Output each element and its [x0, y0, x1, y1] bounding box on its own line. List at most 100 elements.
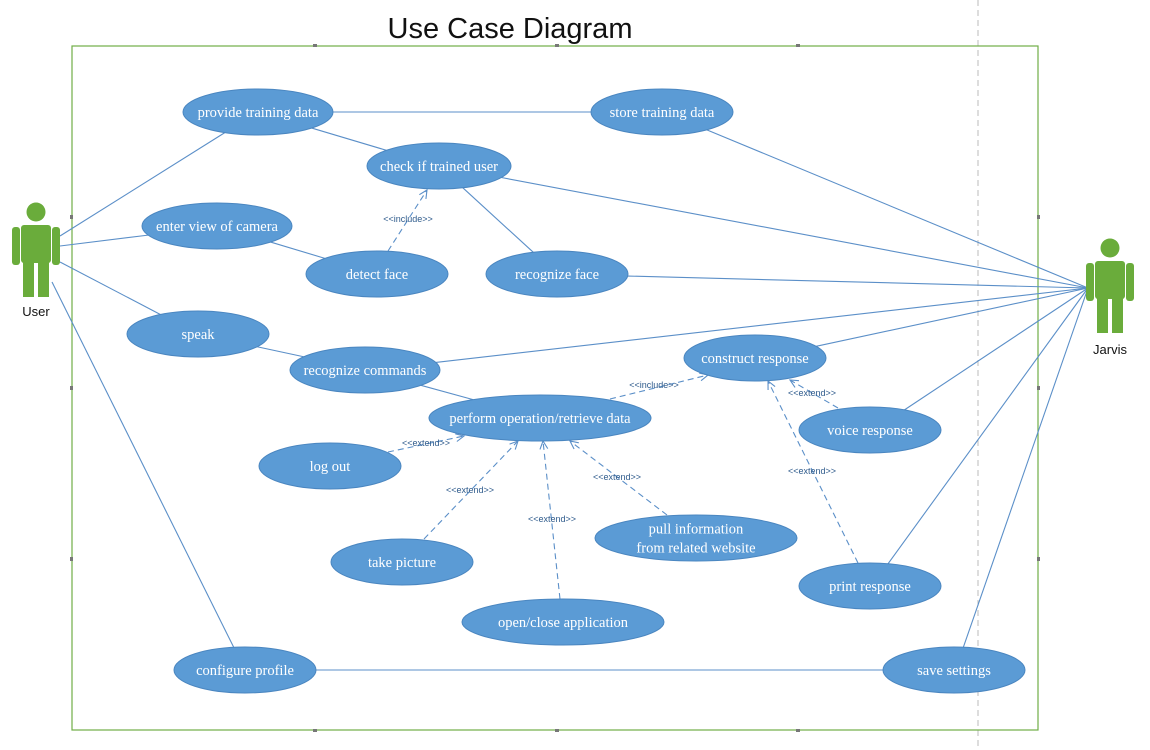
use-case-label: store training data	[610, 105, 715, 121]
stereotype-label: <<extend>>	[788, 466, 836, 476]
association-save-settings-jarvis[interactable]	[962, 287, 1089, 648]
use-case-ellipse	[330, 538, 474, 586]
use-case-label: log out	[310, 459, 351, 475]
use-case-provide-training-data[interactable]: provide training data	[182, 88, 334, 136]
use-case-ellipse	[683, 334, 827, 382]
use-case-label: pull information	[649, 522, 744, 538]
use-case-take-picture[interactable]: take picture	[330, 538, 474, 586]
use-case-ellipse	[289, 346, 441, 394]
use-case-ellipse	[461, 598, 665, 646]
actor-user[interactable]: User	[12, 202, 60, 320]
stereotype-label: <<include>>	[629, 380, 679, 390]
association-user-enter-view-of-camera[interactable]	[59, 234, 149, 247]
actor-jarvis[interactable]: Jarvis	[1086, 238, 1134, 358]
stereotype-label: <<extend>>	[593, 472, 641, 482]
use-case-label: check if trained user	[380, 159, 498, 175]
association-voice-response-jarvis[interactable]	[904, 287, 1089, 411]
use-case-log-out[interactable]: log out	[258, 442, 402, 490]
dependency-perform-operation-construct-response[interactable]: <<include>>	[609, 372, 710, 400]
use-case-perform-operation[interactable]: perform operation/retrieve data	[428, 394, 652, 442]
association-user-configure-profile[interactable]	[51, 281, 235, 648]
arrowhead	[788, 379, 800, 388]
use-case-construct-response[interactable]: construct response	[683, 334, 827, 382]
actor-figure-icon	[12, 202, 60, 297]
arrowhead	[455, 433, 466, 442]
use-case-ellipse	[590, 88, 734, 136]
use-case-ellipse	[882, 646, 1026, 694]
association-store-training-data-jarvis[interactable]	[706, 129, 1089, 289]
use-case-voice-response[interactable]: voice response	[798, 406, 942, 454]
use-case-label: provide training data	[198, 105, 319, 121]
use-case-configure-profile[interactable]: configure profile	[173, 646, 317, 694]
dependency-pull-information-perform-operation[interactable]: <<extend>>	[568, 440, 668, 516]
association-recognize-face-jarvis[interactable]	[627, 275, 1089, 289]
diagram-title: Use Case Diagram	[388, 13, 633, 45]
use-case-save-settings[interactable]: save settings	[882, 646, 1026, 694]
selection-handles	[70, 44, 1040, 732]
use-case-pull-information[interactable]: pull information from related website	[594, 514, 798, 562]
association-user-speak[interactable]	[59, 261, 161, 315]
use-case-label: enter view of camera	[156, 219, 279, 235]
stereotype-label: <<extend>>	[528, 514, 576, 524]
actor-figure-icon	[1086, 238, 1134, 333]
use-case-label: print response	[829, 579, 911, 595]
use-case-enter-view-of-camera[interactable]: enter view of camera	[141, 202, 293, 250]
use-case-recognize-face[interactable]: recognize face	[485, 250, 629, 298]
use-case-ellipse	[428, 394, 652, 442]
use-case-label: configure profile	[196, 663, 294, 679]
use-case-ellipse	[258, 442, 402, 490]
use-case-store-training-data[interactable]: store training data	[590, 88, 734, 136]
stereotype-label: <<include>>	[383, 214, 433, 224]
dependency-voice-response-construct-response[interactable]: <<extend>>	[788, 379, 839, 409]
stereotype-label: <<extend>>	[402, 438, 450, 448]
use-case-ellipse	[182, 88, 334, 136]
association-check-if-trained-user-jarvis[interactable]	[501, 176, 1089, 289]
dependency-take-picture-perform-operation[interactable]: <<extend>>	[423, 440, 519, 540]
use-case-ellipse	[366, 142, 512, 190]
association-check-if-trained-user-recognize-face[interactable]	[462, 187, 534, 253]
use-case-ellipse	[798, 406, 942, 454]
dependency-log-out-perform-operation[interactable]: <<extend>>	[387, 433, 466, 453]
association-construct-response-jarvis[interactable]	[815, 287, 1089, 347]
use-case-recognize-commands[interactable]: recognize commands	[289, 346, 441, 394]
use-case-ellipse	[173, 646, 317, 694]
dependency-lines: <<include>><<include>><<extend>><<extend…	[383, 188, 859, 600]
stereotype-label: <<extend>>	[788, 388, 836, 398]
use-case-ellipse	[594, 514, 798, 562]
dependency-open-close-application-perform-operation[interactable]: <<extend>>	[528, 439, 576, 600]
arrowhead	[568, 440, 579, 450]
use-case-label: take picture	[368, 555, 436, 571]
use-case-print-response[interactable]: print response	[798, 562, 942, 610]
association-user-provide-training-data[interactable]	[59, 132, 226, 237]
association-recognize-commands-jarvis[interactable]	[435, 287, 1089, 363]
arrowhead	[419, 188, 428, 200]
association-print-response-jarvis[interactable]	[887, 287, 1089, 565]
use-case-check-if-trained-user[interactable]: check if trained user	[366, 142, 512, 190]
use-case-label: construct response	[701, 351, 809, 367]
use-case-label: perform operation/retrieve data	[449, 411, 631, 427]
use-case-open-close-application[interactable]: open/close application	[461, 598, 665, 646]
use-case-ellipse	[485, 250, 629, 298]
dependency-detect-face-check-if-trained-user[interactable]: <<include>>	[383, 188, 433, 252]
use-case-label: detect face	[346, 267, 408, 283]
use-case-label: open/close application	[498, 615, 629, 631]
use-case-detect-face[interactable]: detect face	[305, 250, 449, 298]
use-case-label: save settings	[917, 663, 991, 679]
use-case-label: recognize face	[515, 267, 599, 283]
use-case-label: speak	[181, 327, 215, 343]
use-case-ellipse	[305, 250, 449, 298]
actor-label: User	[22, 304, 50, 319]
association-speak-recognize-commands[interactable]	[256, 346, 304, 358]
use-case-label: voice response	[827, 423, 913, 439]
association-recognize-commands-perform-operation[interactable]	[420, 384, 474, 401]
use-cases: provide training data store training data…	[126, 88, 1026, 694]
use-case-label: from related website	[636, 541, 755, 557]
use-case-ellipse	[798, 562, 942, 610]
actor-label: Jarvis	[1093, 342, 1127, 357]
use-case-speak[interactable]: speak	[126, 310, 270, 358]
association-enter-view-of-camera-detect-face[interactable]	[270, 241, 326, 259]
association-provide-training-data-check-if-trained-user[interactable]	[311, 127, 387, 151]
use-case-label: recognize commands	[304, 363, 427, 379]
